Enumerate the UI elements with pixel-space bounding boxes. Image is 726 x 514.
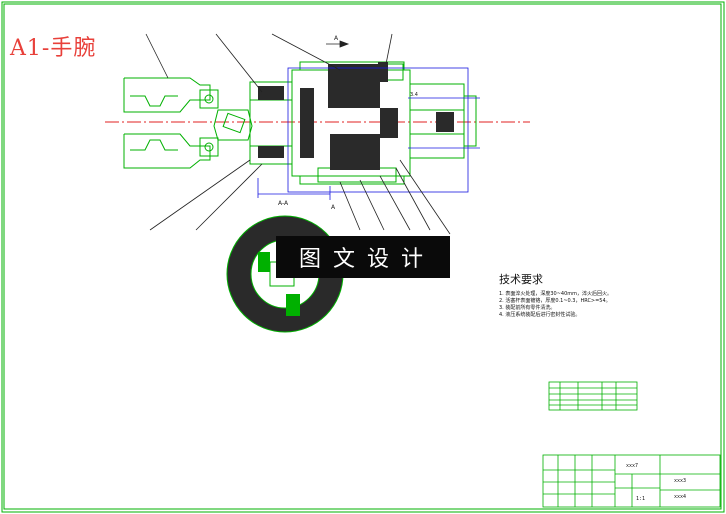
tech-requirement-item: 4. 液压系统装配后进行密封性试验。 [499,312,581,318]
view-mark-bottom: A [331,204,336,211]
title-block-grid [542,454,721,508]
tech-requirements-list: 1. 表面淬火处理，深度30~40mm，淬火后回火。 2. 活塞杆表面镀铬，厚度… [499,291,612,319]
parts-list-table [548,381,638,411]
view-mark-side: 3.4 [410,92,418,98]
tech-requirement-item: 3. 装配前所有零件清洗。 [499,305,556,311]
leader-lines [145,33,451,235]
title-block-drawing-name: xxx7 [626,463,639,469]
hatched-sections [258,62,454,170]
technical-requirements: 技术要求 1. 表面淬火处理，深度30~40mm，淬火后回火。 2. 活塞杆表面… [499,271,612,319]
drawing-title: A1-手腕 [10,36,97,61]
sheet-inner-border [3,3,722,510]
gripper-fingers [123,77,253,169]
view-mark-top: A [334,35,339,42]
tech-requirements-heading: 技术要求 [499,273,543,286]
dimension-lines [257,67,480,200]
section-label: A-A [278,200,289,207]
tech-requirement-item: 1. 表面淬火处理，深度30~40mm，淬火后回火。 [499,291,613,297]
title-block-drawing-no: xxx3 [674,478,687,484]
title-block-company: xxx4 [674,494,687,500]
watermark-banner: 图文设计 [276,236,450,278]
title-block-scale: 1:1 [636,496,646,502]
tech-requirement-item: 2. 活塞杆表面镀铬，厚度0.1~0.3，HRC>=54。 [499,298,611,304]
